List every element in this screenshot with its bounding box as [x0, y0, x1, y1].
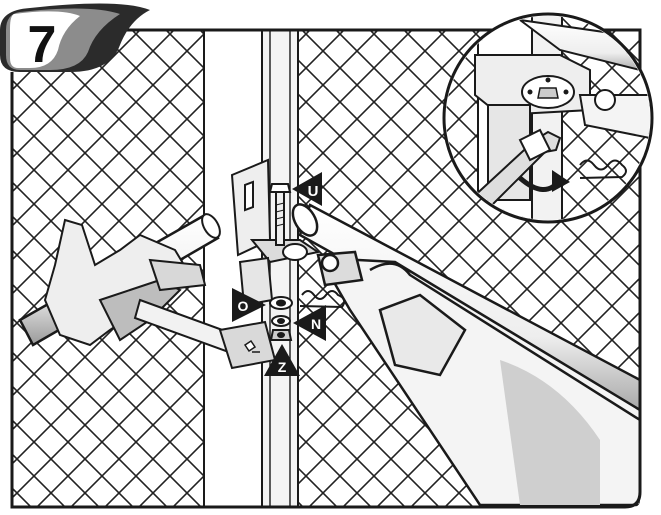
pivot-top	[283, 244, 307, 260]
callout-label-z: Z	[278, 359, 287, 375]
bolt-head	[270, 184, 290, 192]
callout-label-u: U	[308, 183, 319, 200]
callout-label-n: N	[311, 316, 321, 332]
callout-label-o: O	[238, 298, 249, 314]
step-number: 7	[28, 16, 57, 74]
